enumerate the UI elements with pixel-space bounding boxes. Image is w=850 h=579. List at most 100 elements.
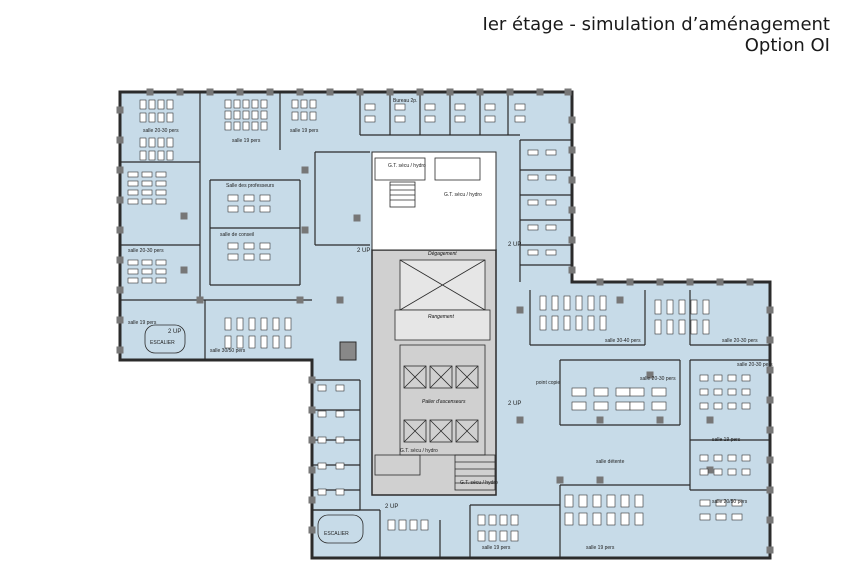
desk <box>484 103 496 111</box>
desk <box>141 268 153 275</box>
desk <box>242 99 250 109</box>
desk <box>545 174 557 181</box>
column <box>706 466 714 474</box>
column <box>516 306 524 314</box>
desk <box>227 253 239 261</box>
column <box>626 278 634 286</box>
desk <box>259 194 271 202</box>
column <box>386 88 394 96</box>
desk <box>166 150 174 161</box>
desk <box>139 137 147 148</box>
desk <box>387 519 396 531</box>
desk <box>702 299 710 315</box>
desk <box>545 199 557 206</box>
desk <box>127 180 139 187</box>
desk <box>141 277 153 284</box>
desk <box>148 99 156 110</box>
column <box>568 266 576 274</box>
desk <box>510 530 519 542</box>
column <box>326 88 334 96</box>
desk <box>545 149 557 156</box>
desk <box>284 317 292 331</box>
desk <box>259 242 271 250</box>
desk <box>651 401 667 411</box>
desk <box>551 315 559 331</box>
label-salle-30-40-right: salle 30-40 pers <box>605 338 641 344</box>
column <box>506 88 514 96</box>
desk <box>155 180 167 187</box>
column <box>301 166 309 174</box>
column <box>564 88 572 96</box>
column <box>116 196 124 204</box>
column <box>568 146 576 154</box>
column <box>568 116 576 124</box>
desk <box>514 103 526 111</box>
column <box>706 416 714 424</box>
core-detail <box>374 157 496 491</box>
desk <box>127 198 139 205</box>
desk <box>678 319 686 335</box>
desk <box>731 499 743 507</box>
desk <box>157 137 165 148</box>
desk <box>731 513 743 521</box>
label-gt-4: G.T. sécu / hydro <box>460 480 498 486</box>
desk <box>259 205 271 213</box>
desk <box>713 374 723 382</box>
column <box>116 286 124 294</box>
desk <box>545 224 557 231</box>
desk <box>248 317 256 331</box>
label-salle-19-bottom: salle 19 pers <box>586 545 615 551</box>
desk <box>127 171 139 178</box>
desk <box>317 488 327 496</box>
desk <box>527 199 539 206</box>
desk <box>233 110 241 120</box>
column <box>308 466 316 474</box>
column <box>766 366 774 374</box>
desk <box>155 277 167 284</box>
desk <box>715 499 727 507</box>
column <box>686 278 694 286</box>
desk <box>243 205 255 213</box>
column <box>180 212 188 220</box>
desk <box>527 174 539 181</box>
desk <box>157 150 165 161</box>
desk <box>227 242 239 250</box>
desk <box>243 194 255 202</box>
column <box>766 546 774 554</box>
desk <box>527 224 539 231</box>
desk <box>394 103 406 111</box>
desk <box>741 454 751 462</box>
desk <box>224 99 232 109</box>
label-salle-20-30-right-top: salle 20-30 pers <box>722 338 758 344</box>
desk <box>713 454 723 462</box>
label-salle-19-left: salle 19 pers <box>128 320 157 326</box>
desk <box>606 512 616 526</box>
desk <box>592 494 602 508</box>
desk <box>651 387 667 397</box>
desk <box>224 121 232 131</box>
desk <box>236 317 244 331</box>
desk <box>551 295 559 311</box>
label-rangement: Rangement <box>428 314 454 320</box>
desk <box>291 99 299 109</box>
desk <box>575 315 583 331</box>
column <box>766 456 774 464</box>
desk <box>615 387 631 397</box>
desk <box>260 317 268 331</box>
column <box>116 106 124 114</box>
column <box>353 214 361 222</box>
column <box>766 516 774 524</box>
desk <box>571 387 587 397</box>
desk <box>300 111 308 121</box>
column <box>766 486 774 494</box>
column <box>116 166 124 174</box>
desk <box>514 115 526 123</box>
label-2up-5: 2 UP <box>168 329 181 335</box>
desk <box>317 462 327 470</box>
column <box>308 496 316 504</box>
column <box>596 476 604 484</box>
desk <box>155 259 167 266</box>
desk <box>699 454 709 462</box>
label-salle-19-bottom2: salle 19 pers <box>482 545 511 551</box>
desk <box>272 317 280 331</box>
